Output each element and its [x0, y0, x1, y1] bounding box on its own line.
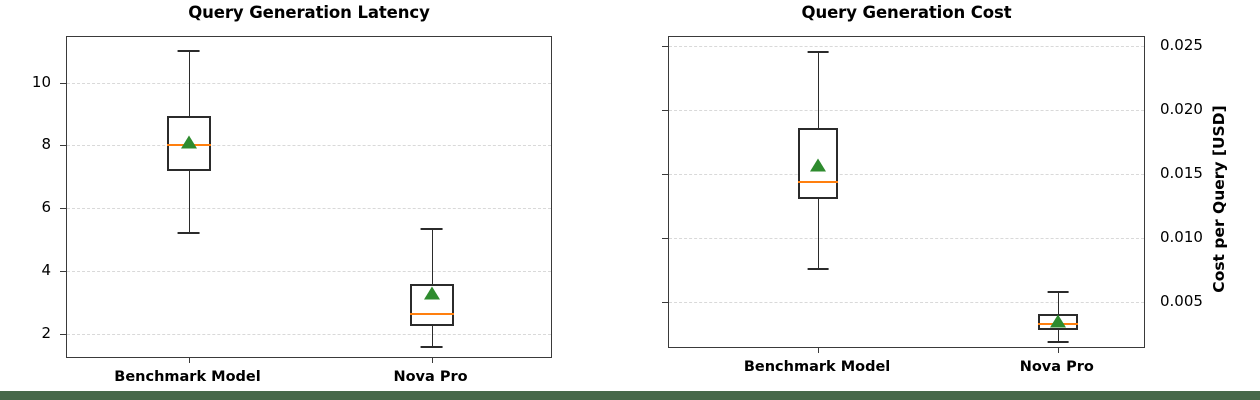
y-axis-tick-mark [60, 82, 67, 84]
y-axis-tick-mark [60, 145, 67, 147]
x-axis-tick-label-benchmark-model: Benchmark Model [743, 359, 891, 375]
whisker-lower [188, 171, 190, 233]
whisker-cap-upper [177, 49, 200, 52]
x-axis-tick-mark [188, 357, 190, 363]
y-axis-tick-mark [60, 208, 67, 210]
footer-accent-bar [0, 391, 1260, 400]
y-axis-tick-label: 2 [41, 323, 51, 342]
mean-marker-triangle-icon [180, 135, 197, 149]
gridline [67, 208, 551, 210]
gridline [67, 333, 551, 335]
y-axis-tick-label: 0.010 [1160, 227, 1203, 246]
whisker-upper [188, 49, 190, 116]
y-axis-tick-label: 4 [41, 261, 51, 280]
y-axis-tick-label: 10 [31, 72, 51, 91]
whisker-cap-upper [420, 228, 443, 230]
x-axis-tick-label-nova-pro: Nova Pro [1019, 359, 1094, 375]
whisker-upper [431, 228, 433, 285]
y-axis-tick-label: 8 [41, 135, 51, 154]
y-axis-tick-mark [60, 333, 67, 335]
whisker-upper [818, 51, 820, 128]
y-axis-tick-mark [662, 45, 669, 47]
y-axis-tick-label: 0.025 [1160, 35, 1203, 54]
plot-area-cost: 0.005 0.010 0.015 0.020 0.025 [662, 36, 1203, 353]
whisker-lower [818, 199, 820, 269]
whisker-cap-upper [1047, 291, 1069, 294]
mean-marker-triangle-icon [1049, 314, 1066, 328]
x-axis-tick-label-benchmark-model: Benchmark Model [114, 369, 261, 385]
panel-query-generation-cost: Query Generation Cost Cost per Query [US… [630, 0, 1260, 400]
y-axis-tick-label: 6 [41, 198, 51, 217]
boxplot-benchmark-model [67, 37, 551, 357]
y-axis-tick-mark [662, 109, 669, 111]
y-axis-tick-mark [60, 271, 67, 273]
panel-query-generation-latency: Query Generation Latency Time Taken [Sec… [32, 3, 552, 385]
mean-marker-triangle-icon [810, 158, 827, 172]
gridline [67, 82, 551, 84]
x-axis-tick-label-nova-pro: Nova Pro [393, 369, 468, 385]
x-axis-tick-mark [1057, 347, 1059, 353]
median-line [409, 313, 454, 316]
y-axis-tick-mark [662, 237, 669, 239]
gridline [669, 109, 1144, 111]
y-axis-tick-label: 0.015 [1160, 163, 1203, 182]
y-axis-tick-mark [662, 301, 669, 303]
iqr-box [409, 284, 454, 326]
whisker-cap-lower [1047, 341, 1069, 344]
gridline [669, 237, 1144, 239]
gridline [67, 145, 551, 147]
gridline [669, 45, 1144, 47]
gridline [669, 173, 1144, 175]
boxplot-benchmark-model [669, 37, 1144, 347]
gridline [67, 271, 551, 273]
y-axis-tick-label: 0.005 [1160, 291, 1203, 310]
whisker-cap-lower [177, 232, 200, 235]
y-axis-tick-mark [662, 173, 669, 175]
median-line [798, 181, 839, 184]
mean-marker-triangle-icon [423, 286, 440, 300]
plot-area-latency: 2 4 6 8 10 [32, 36, 552, 363]
y-axis-label-cost: Cost per Query [USD] [1210, 105, 1228, 293]
whisker-lower [1057, 329, 1059, 342]
whisker-lower [431, 326, 433, 347]
boxplot-nova-pro [67, 37, 551, 357]
chart-title-latency: Query Generation Latency [188, 3, 430, 22]
x-axis-tick-mark [818, 347, 820, 353]
gridline [669, 301, 1144, 303]
y-axis-tick-label: 0.020 [1160, 99, 1203, 118]
whisker-cap-lower [420, 346, 443, 349]
whisker-upper [1057, 291, 1059, 315]
whisker-cap-lower [807, 268, 829, 271]
boxplot-nova-pro [669, 37, 1144, 347]
x-axis-tick-mark [431, 357, 433, 363]
chart-title-cost: Query Generation Cost [801, 3, 1012, 22]
whisker-cap-upper [807, 51, 829, 54]
